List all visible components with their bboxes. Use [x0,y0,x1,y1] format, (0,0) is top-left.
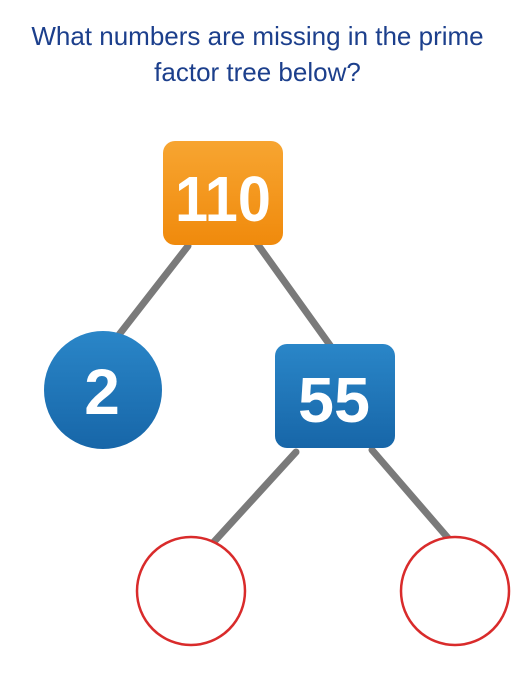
root-node-box [163,141,283,245]
left-child-node: 2 [44,331,162,449]
question-text: What numbers are missing in the prime fa… [0,18,515,90]
left-child-value: 2 [84,356,120,428]
connector-55-left [208,448,300,548]
right-child-box [275,344,395,448]
connector-root-left [114,242,192,340]
right-child-value: 55 [298,364,370,436]
root-node-value: 110 [175,163,271,235]
missing-factor-left [135,535,247,647]
question-line-2: factor tree below? [154,57,361,87]
connectors [114,238,452,548]
question-line-1: What numbers are missing in the prime [31,21,484,51]
missing-factor-right [399,535,511,647]
right-child-node: 55 [275,344,395,448]
root-node: 110 [163,141,283,245]
connector-root-right [252,238,336,352]
connector-55-right [368,446,452,542]
left-child-circle [44,331,162,449]
